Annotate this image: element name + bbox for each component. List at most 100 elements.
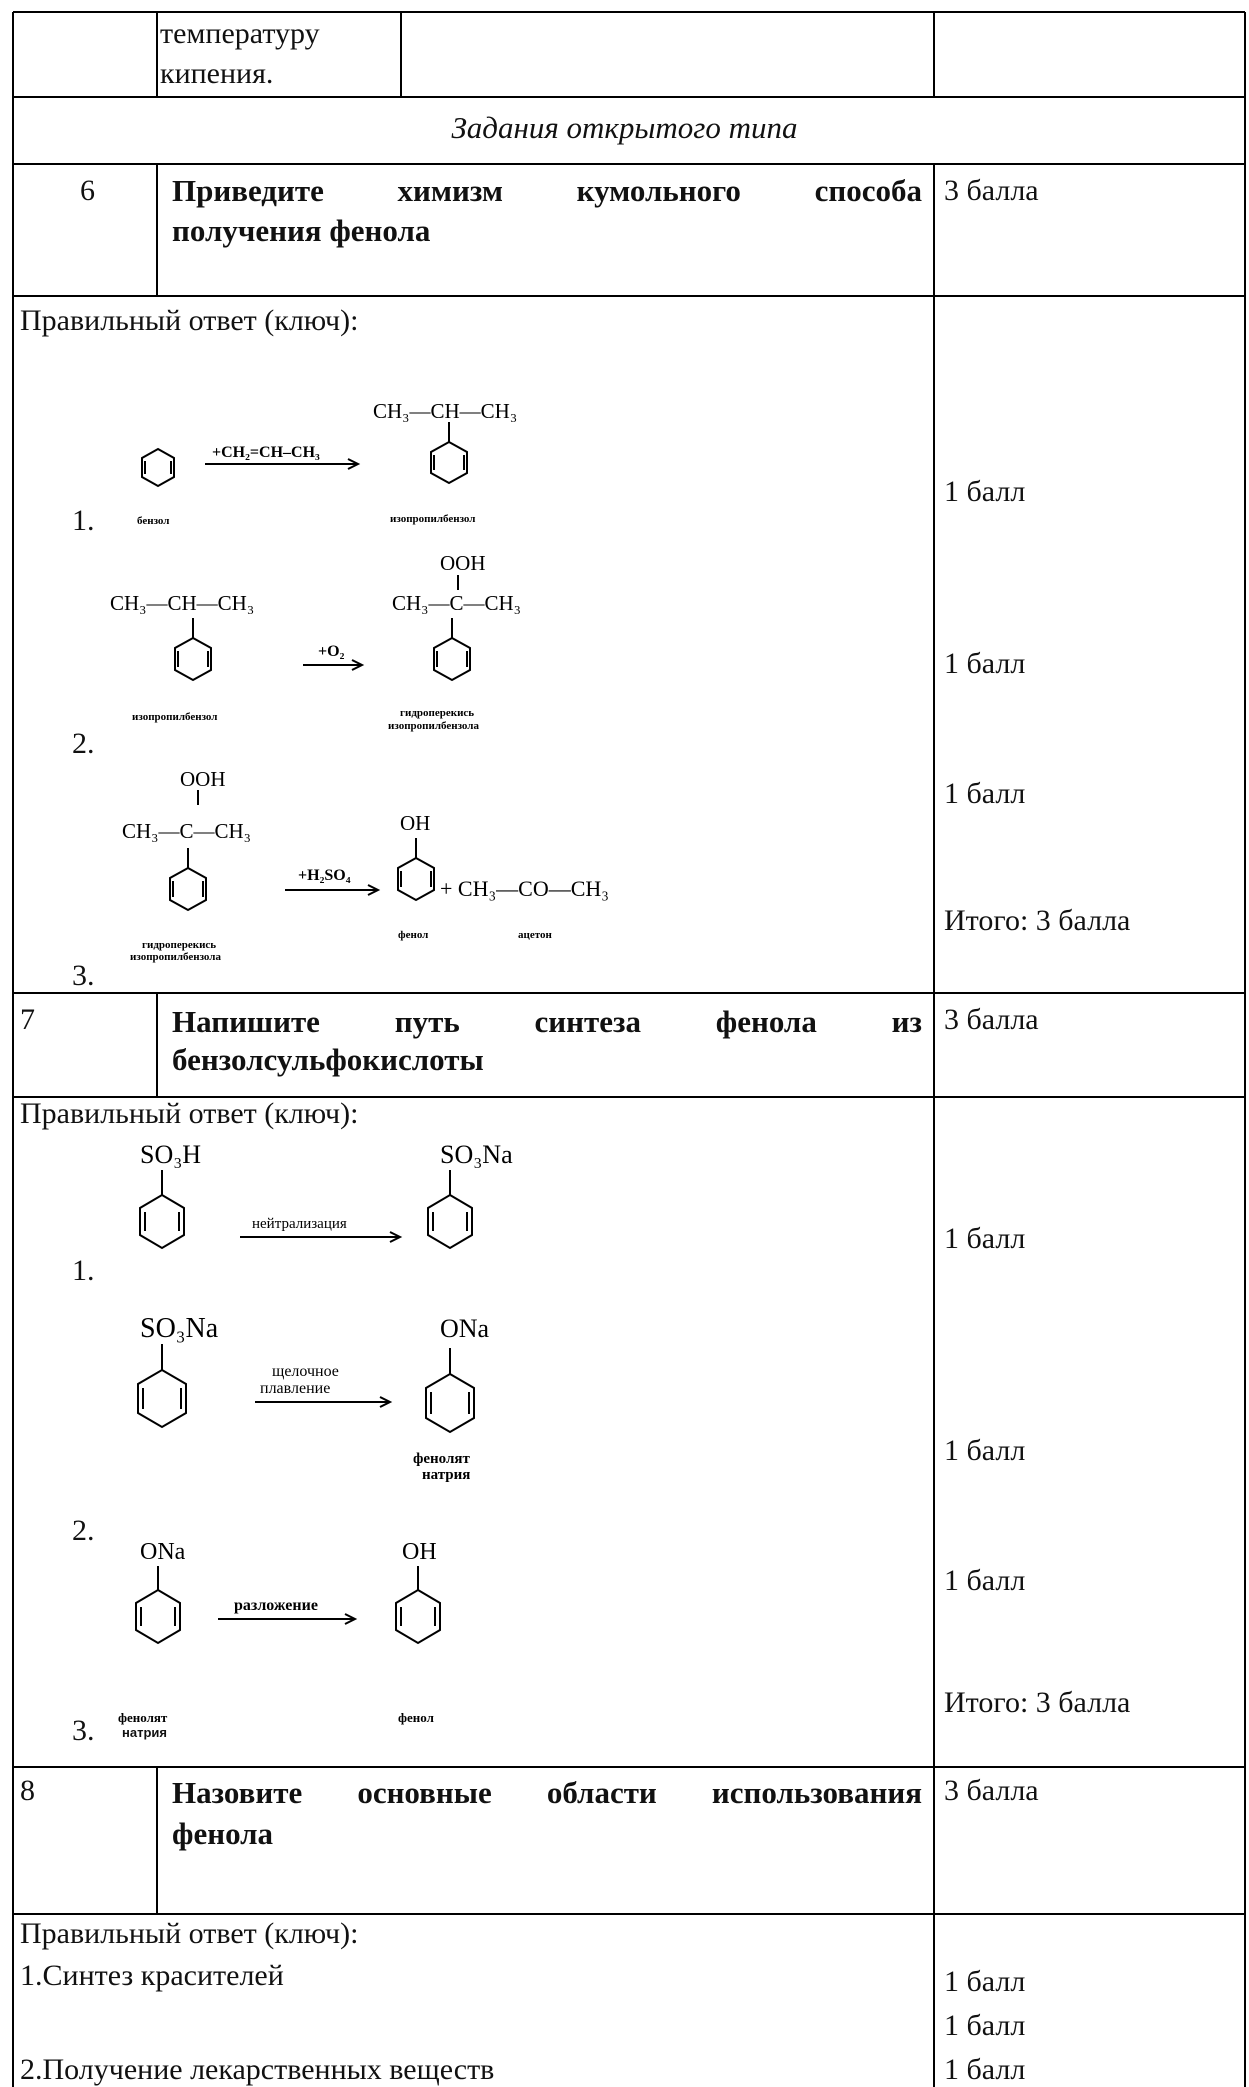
- q8-points: 3 балла: [944, 1774, 1039, 1807]
- q7-text-line2: бензолсульфокислоты: [172, 1042, 484, 1077]
- q8-word: области: [546, 1775, 657, 1810]
- q7-score-3: 1 балл: [944, 1564, 1026, 1597]
- benzene-ring-icon: [395, 1588, 441, 1645]
- so3na-formula: SO₃Na: [140, 1313, 219, 1344]
- q7-reagent-3: разложение: [234, 1597, 318, 1614]
- hydroperoxide-label-2: изопропилбензола: [388, 720, 479, 732]
- q6-score-3: 1 балл: [944, 777, 1026, 810]
- q6-reaction-3: OOH CH₃—C—CH₃ +H₂SO₄ OH + CH₃—CO—CH₃ гид…: [122, 767, 609, 963]
- q6-step2-num: 2.: [72, 727, 95, 760]
- q7-step1-num: 1.: [72, 1254, 95, 1287]
- q8-word: Назовите: [172, 1775, 303, 1810]
- q7-reagent-1: нейтрализация: [252, 1216, 347, 1232]
- q8-text-line2: фенола: [172, 1816, 274, 1851]
- cumene-label: изопропилбензол: [132, 711, 217, 723]
- phenol-label: фенол: [398, 1710, 434, 1725]
- q7-word: Напишите: [172, 1004, 320, 1039]
- q8-word: использования: [711, 1775, 922, 1810]
- q6-text-line1: Приведите химизм кумольного способа: [172, 175, 922, 207]
- benzene-ring-icon: [169, 866, 207, 912]
- q6-reaction-1: +CH₂=CH–CH₃ бензол CH₃—CH—CH₃ изопропилб…: [137, 399, 517, 527]
- q6-reagent-2: +O₂: [318, 643, 345, 660]
- phenol-label: фенол: [398, 929, 428, 941]
- oh-formula: OH: [402, 1539, 437, 1565]
- q8-item-2: 2.Получение лекарственных веществ: [20, 2053, 495, 2086]
- q6-total: Итого: 3 балла: [944, 904, 1131, 937]
- q6-text-line2: получения фенола: [172, 213, 431, 248]
- phenolate-label-1: фенолят: [118, 1710, 168, 1725]
- benzene-label: бензол: [137, 515, 169, 527]
- q6-number: 6: [80, 174, 95, 207]
- q8-answer-label: Правильный ответ (ключ):: [20, 1917, 359, 1950]
- q8-score-2: 1 балл: [944, 2009, 1026, 2042]
- benzene-ring-icon: [139, 1193, 185, 1250]
- q6-step1-num: 1.: [72, 504, 95, 537]
- q6-word: кумольного: [576, 173, 741, 208]
- q6-points: 3 балла: [944, 174, 1039, 207]
- q7-word: фенола: [715, 1004, 817, 1039]
- q7-word: путь: [394, 1004, 460, 1039]
- acetone-label: ацетон: [518, 929, 552, 941]
- q7-text-line1: Напишите путь синтеза фенола из: [172, 1006, 922, 1038]
- q7-reagent-2a: щелочное: [272, 1363, 339, 1380]
- q7-reaction-1: SO₃H SO₃Na нейтрализация: [139, 1140, 513, 1250]
- q8-text-line1: Назовите основные области использования: [172, 1777, 922, 1809]
- q8-score-3: 1 балл: [944, 2053, 1026, 2086]
- q7-reaction-2: SO₃Na ONa щелочное плавление фенолят нат…: [137, 1313, 490, 1483]
- cumene-label: изопропилбензол: [390, 513, 475, 525]
- section-title: Задания открытого типа: [451, 110, 798, 145]
- q7-score-1: 1 балл: [944, 1222, 1026, 1255]
- phenolate-label-2: натрия: [422, 1467, 470, 1483]
- so3h-formula: SO₃H: [140, 1140, 201, 1169]
- benzene-ring-icon: [397, 856, 435, 902]
- benzene-ring-icon: [427, 1193, 473, 1250]
- q6-acetone-formula: + CH₃—CO—CH₃: [440, 876, 609, 901]
- hydroperoxide-label-1: гидроперекись: [142, 939, 216, 951]
- top-cell-line2: кипения.: [160, 57, 274, 90]
- phenolate-label-2: натрия: [122, 1725, 167, 1740]
- benzene-ring-icon: [174, 636, 212, 682]
- benzene-ring-icon: [137, 1368, 187, 1429]
- q6-step3-num: 3.: [72, 959, 95, 992]
- q6-word: способа: [814, 173, 922, 208]
- ona-formula: ONa: [140, 1539, 186, 1565]
- q6-answer-label: Правильный ответ (ключ):: [20, 304, 359, 337]
- q7-answer-label: Правильный ответ (ключ):: [20, 1097, 359, 1130]
- q6-ooh-formula: OOH: [440, 551, 486, 575]
- benzene-ring-icon: [135, 1588, 181, 1645]
- q7-score-2: 1 балл: [944, 1434, 1026, 1467]
- q7-word: из: [891, 1004, 922, 1039]
- q7-word: синтеза: [534, 1004, 641, 1039]
- q7-step3-num: 3.: [72, 1714, 95, 1747]
- benzene-ring-icon: [141, 447, 175, 488]
- q6-cumene-formula: CH₃—CH—CH₃: [110, 591, 254, 615]
- q7-points: 3 балла: [944, 1003, 1039, 1036]
- q6-reaction-2: CH₃—CH—CH₃ +O₂ OOH CH₃—C—CH₃ изопропилбе…: [110, 551, 521, 732]
- hydroperoxide-label-2: изопропилбензола: [130, 951, 221, 963]
- q8-number: 8: [20, 1774, 35, 1807]
- q6-reagent-3: +H₂SO₄: [298, 867, 351, 884]
- q6-cumene-formula: CH₃—CH—CH₃: [373, 399, 517, 423]
- q7-total: Итого: 3 балла: [944, 1686, 1131, 1719]
- q6-phenol-formula: OH: [400, 811, 430, 835]
- q8-word: основные: [357, 1775, 492, 1810]
- q6-hydroperoxide-formula: CH₃—C—CH₃: [122, 819, 251, 843]
- benzene-ring-icon: [433, 636, 471, 682]
- q7-number: 7: [20, 1003, 35, 1036]
- q6-ooh-formula: OOH: [180, 767, 226, 791]
- q6-score-2: 1 балл: [944, 647, 1026, 680]
- q8-score-1: 1 балл: [944, 1965, 1026, 1998]
- benzene-ring-icon: [425, 1372, 475, 1434]
- q7-reaction-3: ONa OH разложение фенолят фенол: [118, 1539, 441, 1725]
- q6-reagent-1: +CH₂=CH–CH₃: [212, 444, 320, 461]
- q6-word: Приведите: [172, 173, 324, 208]
- benzene-ring-icon: [430, 440, 468, 485]
- q6-score-1: 1 балл: [944, 475, 1026, 508]
- q7-reagent-2b: плавление: [260, 1380, 330, 1397]
- q6-hydroperoxide-formula: CH₃—C—CH₃: [392, 591, 521, 615]
- hydroperoxide-label-1: гидроперекись: [400, 707, 474, 719]
- phenolate-label-1: фенолят: [413, 1451, 471, 1467]
- q8-item-1: 1.Синтез красителей: [20, 1959, 284, 1992]
